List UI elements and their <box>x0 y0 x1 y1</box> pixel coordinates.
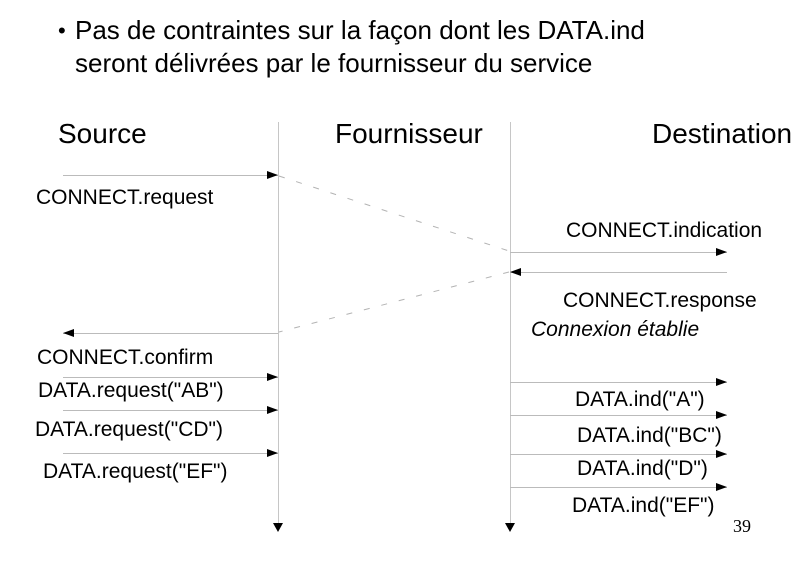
lifeline-down-arrow-icon <box>273 523 283 532</box>
slide-title: • Pas de contraintes sur la façon dont l… <box>58 14 645 80</box>
arrow-connect-indication <box>510 248 727 256</box>
arrowhead-right-icon <box>267 449 278 457</box>
label-data-request-ab: DATA.request("AB") <box>38 379 224 402</box>
column-header-destination: Destination <box>652 118 793 149</box>
arrow-data-request-cd <box>63 406 278 414</box>
label-data-request-ef: DATA.request("EF") <box>43 460 228 483</box>
arrow-data-request-ab <box>63 373 278 381</box>
lifeline-provider-destination <box>505 122 515 532</box>
label-data-ind-ef: DATA.ind("EF") <box>572 494 715 517</box>
label-data-ind-bc: DATA.ind("BC") <box>577 424 722 447</box>
title-line-1: Pas de contraintes sur la façon dont les… <box>75 15 645 45</box>
arrowhead-right-icon <box>267 406 278 414</box>
label-connect-request: CONNECT.request <box>36 186 214 209</box>
dashed-line-response-to-confirm <box>278 271 510 333</box>
arrow-connect-confirm <box>63 329 278 337</box>
label-connect-indication: CONNECT.indication <box>566 219 763 242</box>
title-line-2: seront délivrées par le fournisseur du s… <box>75 48 593 78</box>
arrowhead-right-icon <box>267 373 278 381</box>
label-connection-established: Connexion établie <box>531 318 700 341</box>
bullet-glyph: • <box>58 18 66 43</box>
arrowhead-left-icon <box>510 268 521 276</box>
page-number: 39 <box>733 516 751 536</box>
label-data-ind-a: DATA.ind("A") <box>575 388 705 411</box>
arrow-data-ind-d <box>510 450 727 458</box>
dashed-line-request-to-indication <box>278 175 510 252</box>
label-connect-response: CONNECT.response <box>563 289 757 312</box>
arrow-data-ind-a <box>510 378 727 386</box>
lifeline-source-provider <box>273 122 283 532</box>
arrowhead-right-icon <box>716 378 727 386</box>
column-header-source: Source <box>58 118 147 149</box>
arrow-data-ind-bc <box>510 411 727 419</box>
arrowhead-left-icon <box>63 329 74 337</box>
arrowhead-right-icon <box>716 450 727 458</box>
arrowhead-right-icon <box>716 411 727 419</box>
arrowhead-right-icon <box>716 248 727 256</box>
title-text: Pas de contraintes sur la façon dont les… <box>75 14 645 80</box>
column-header-provider: Fournisseur <box>335 118 483 149</box>
arrowhead-right-icon <box>716 483 727 491</box>
lifeline-down-arrow-icon <box>505 523 515 532</box>
arrow-connect-response <box>510 268 727 276</box>
arrow-data-request-ef <box>63 449 278 457</box>
arrow-data-ind-ef <box>510 483 727 491</box>
arrow-connect-request <box>63 171 278 179</box>
label-connect-confirm: CONNECT.confirm <box>37 346 214 369</box>
arrowhead-right-icon <box>267 171 278 179</box>
label-data-request-cd: DATA.request("CD") <box>35 418 223 441</box>
label-data-ind-d: DATA.ind("D") <box>577 457 708 480</box>
